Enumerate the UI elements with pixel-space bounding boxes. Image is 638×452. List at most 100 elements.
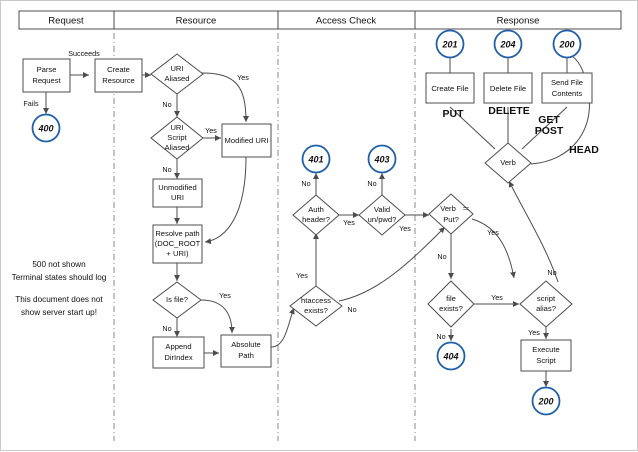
terminal-204-circle[interactable] <box>493 29 523 59</box>
absolute-path-label-2: Path <box>238 351 254 360</box>
node-verb[interactable]: Verb <box>484 142 532 184</box>
script-alias-diamond[interactable] <box>519 280 573 328</box>
node-valid-unpwd[interactable]: Valid un/pwd? <box>358 194 406 236</box>
file-exists-label-1: file <box>446 294 456 303</box>
edge-label-htaccess-yes: Yes <box>296 271 308 280</box>
terminal-403[interactable]: 403 <box>367 144 397 174</box>
node-create-resource[interactable]: Create Resource <box>94 58 143 93</box>
delete-file-box[interactable] <box>483 72 533 104</box>
edge-label-is-file-no: No <box>162 324 171 333</box>
auth-header-diamond[interactable] <box>292 194 340 236</box>
edge-label-file-exists-no: No <box>436 332 445 341</box>
valid-unpwd-diamond[interactable] <box>358 194 406 236</box>
node-resolve-path[interactable]: Resolve path (DOC_ROOT + URI) <box>152 224 203 264</box>
uri-aliased-label-1: URI <box>170 64 183 73</box>
create-file-box[interactable] <box>425 72 475 104</box>
verb-is-put-diamond[interactable] <box>428 193 474 235</box>
terminal-200-script-circle[interactable] <box>531 386 561 416</box>
node-append-dirindex[interactable]: Append DirIndex <box>152 336 205 369</box>
uri-script-aliased-label-3: Aliased <box>165 143 190 152</box>
terminal-401-circle[interactable] <box>301 144 331 174</box>
unmodified-uri-box[interactable] <box>152 178 203 208</box>
edge-verb-put-yes <box>471 218 516 279</box>
terminal-200-send-circle[interactable] <box>552 29 582 59</box>
htaccess-exists-diamond[interactable] <box>289 285 343 327</box>
is-file-diamond[interactable] <box>152 281 202 319</box>
modified-uri-box[interactable] <box>221 123 272 158</box>
node-verb-is-put[interactable]: Verb == Put? <box>428 193 474 235</box>
edge-verb-getpost-branch <box>521 106 568 150</box>
node-parse-request[interactable]: Parse Request <box>22 58 71 93</box>
append-dirindex-box[interactable] <box>152 336 205 369</box>
edge-label-verb-put-no: No <box>437 252 446 261</box>
edge-label-script-alias-yes: Yes <box>528 328 540 337</box>
terminal-201[interactable]: 201 <box>435 29 465 59</box>
node-execute-script[interactable]: Execute Script <box>520 339 572 372</box>
lane-label-response: Response <box>497 16 540 27</box>
terminal-201-circle[interactable] <box>435 29 465 59</box>
auth-header-label-1: Auth <box>308 205 324 214</box>
node-delete-file[interactable]: Delete File <box>483 72 533 104</box>
append-dirindex-label-2: DirIndex <box>164 353 192 362</box>
edge-label-valid-unpwd-yes: Yes <box>399 224 411 233</box>
node-modified-uri[interactable]: Modified URI <box>221 123 272 158</box>
valid-unpwd-label-2: un/pwd? <box>368 215 397 224</box>
terminal-401-label: 401 <box>307 154 323 164</box>
edge-label-auth-header-yes: Yes <box>343 218 355 227</box>
uri-aliased-diamond[interactable] <box>150 53 204 95</box>
resolve-path-box[interactable] <box>152 224 203 264</box>
node-uri-script-aliased[interactable]: URI Script Aliased <box>150 116 204 160</box>
verb-is-put-operator: == <box>463 206 469 212</box>
node-auth-header[interactable]: Auth header? <box>292 194 340 236</box>
create-resource-box[interactable] <box>94 58 143 93</box>
file-exists-label-2: exists? <box>439 304 463 313</box>
edge-script-alias-no-to-verb <box>508 180 559 283</box>
edge-label-script-aliased-no: No <box>162 165 171 174</box>
edge-label-fails: Fails <box>23 99 39 108</box>
script-alias-label-1: script <box>537 294 556 303</box>
swimlane-header: Request Resource Access Check Response <box>18 10 622 30</box>
absolute-path-box[interactable] <box>220 334 272 368</box>
execute-script-box[interactable] <box>520 339 572 372</box>
parse-request-label-2: Request <box>32 76 61 85</box>
note-2-line-2: show server start up! <box>21 308 97 317</box>
terminal-400[interactable]: 400 <box>31 113 61 143</box>
file-exists-diamond[interactable] <box>427 280 475 328</box>
uri-script-aliased-label-2: Script <box>167 133 187 142</box>
node-htaccess-exists[interactable]: htaccess exists? <box>289 285 343 327</box>
terminal-403-circle[interactable] <box>367 144 397 174</box>
edge-label-script-aliased-yes: Yes <box>205 126 217 135</box>
script-alias-label-2: alias? <box>536 304 556 313</box>
parse-request-box[interactable] <box>22 58 71 93</box>
send-file-contents-box[interactable] <box>541 72 593 104</box>
valid-unpwd-label-1: Valid <box>374 205 390 214</box>
node-unmodified-uri[interactable]: Unmodified URI <box>152 178 203 208</box>
verb-label-get: GET <box>538 114 560 126</box>
absolute-path-label-1: Absolute <box>231 340 261 349</box>
node-absolute-path[interactable]: Absolute Path <box>220 334 272 368</box>
node-file-exists[interactable]: file exists? <box>427 280 475 328</box>
edges <box>43 55 590 387</box>
node-send-file-contents[interactable]: Send File Contents <box>541 72 593 104</box>
verb-label-put: PUT <box>443 108 465 120</box>
edge-uri-aliased-yes <box>201 72 249 123</box>
uri-script-aliased-diamond[interactable] <box>150 116 204 160</box>
node-script-alias[interactable]: script alias? <box>519 280 573 328</box>
terminal-401[interactable]: 401 <box>301 144 331 174</box>
node-create-file[interactable]: Create File <box>425 72 475 104</box>
terminal-204[interactable]: 204 <box>493 29 523 59</box>
verb-diamond[interactable] <box>484 142 532 184</box>
unmodified-uri-label-2: URI <box>171 193 184 202</box>
edge-label-uri-aliased-yes: Yes <box>237 73 249 82</box>
terminal-200-script[interactable]: 200 <box>531 386 561 416</box>
terminal-404-circle[interactable] <box>436 341 466 371</box>
note-1-line-1: 500 not shown <box>32 260 86 269</box>
terminal-400-circle[interactable] <box>31 113 61 143</box>
terminal-200-send[interactable]: 200 <box>552 29 582 59</box>
terminal-200-script-label: 200 <box>537 396 553 406</box>
node-is-file[interactable]: Is file? <box>152 281 202 319</box>
node-uri-aliased[interactable]: URI Aliased <box>150 53 204 95</box>
terminal-404[interactable]: 404 <box>436 341 466 371</box>
edge-absolute-to-htaccess <box>270 307 295 348</box>
execute-script-label-1: Execute <box>532 345 559 354</box>
